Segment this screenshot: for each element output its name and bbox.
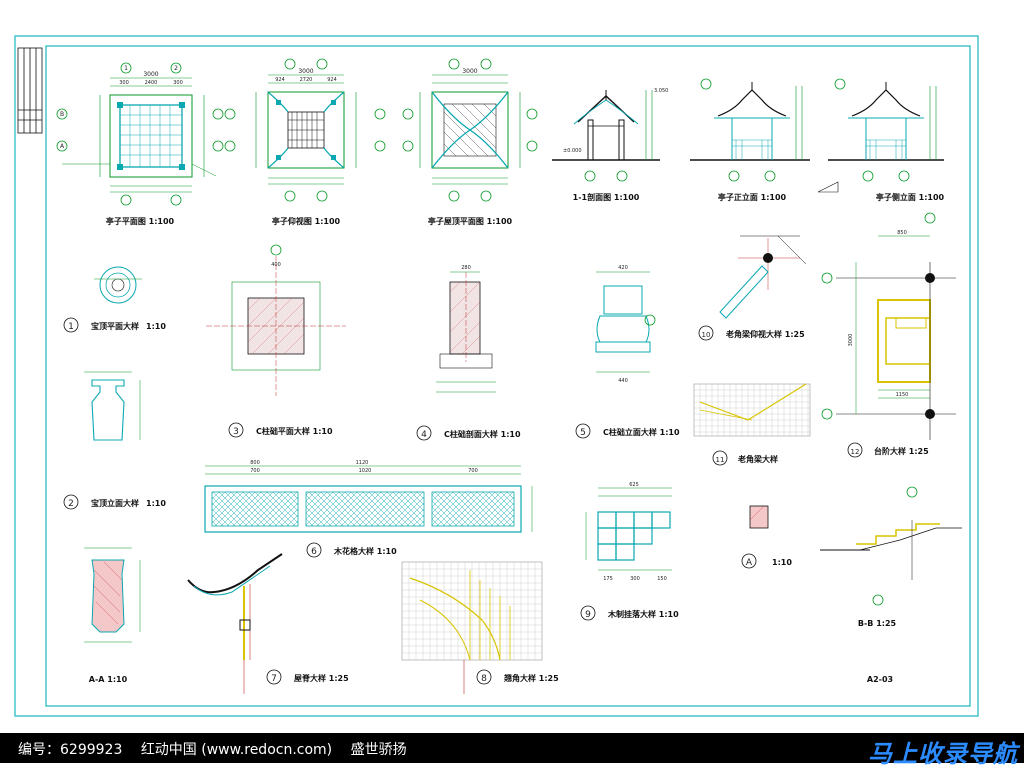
detail-1-number: 1 [68, 322, 74, 332]
lattice-dim-left: 700 [250, 468, 260, 474]
title-detail-2: 宝顶立面大样 [91, 498, 139, 508]
title-detail-9: 木制挂落大样 1:10 [607, 609, 679, 619]
title-detail-10: 老角梁仰视大样 1:25 [725, 329, 805, 339]
title-detail-7: 屋脊大样 1:25 [294, 673, 349, 683]
detail-1-finial-plan: 1 宝顶平面大样 1:10 [63, 266, 166, 333]
plan-dim-left: 300 [119, 80, 129, 86]
drawing-sheet: 3000 300 2400 300 1 2 B A 亭子平面图 1:100 [14, 35, 979, 717]
hanger-dim-mid: 300 [630, 576, 640, 582]
section-elev-top: 3.050 [654, 88, 668, 94]
d4-dim-top: 280 [461, 265, 471, 271]
detail-5-number: 5 [580, 428, 586, 438]
pavilion-front-elevation: 亭子正立面 1:100 [690, 78, 810, 202]
detail-3-column-base-plan: 400 3 C柱础平面大样 1:10 [206, 244, 346, 438]
title-detail-4: C柱础剖面大样 1:10 [444, 429, 521, 439]
plan-axis-A: A [60, 143, 65, 150]
ceiling-dim-left: 924 [275, 77, 285, 83]
detail-9-number: 9 [585, 610, 591, 620]
footer-site: 红动中国 (www.redocn.com) [140, 742, 333, 758]
lattice-dim-left-top: 800 [250, 460, 260, 466]
hanger-dim-right: 150 [657, 576, 667, 582]
title-pavilion-roof: 亭子屋顶平面图 1:100 [428, 216, 513, 226]
title-section-B-B: B-B 1:25 [858, 619, 897, 628]
d12-dim-left: 3000 [848, 334, 854, 347]
lattice-dim-total: 1120 [356, 460, 369, 466]
detail-7-ridge: 7 屋脊大样 1:25 [187, 553, 349, 694]
d5-dim-bottom: 440 [618, 378, 628, 384]
pavilion-ceiling-plan: 3000 924 2720 924 亭子仰视图 1:100 [224, 58, 386, 226]
title-pavilion-front: 亭子正立面 1:100 [718, 192, 787, 202]
d12-dim-bottom: 1150 [896, 392, 909, 398]
title-detail-3: C柱础平面大样 1:10 [256, 426, 333, 436]
pavilion-plan: 3000 300 2400 300 1 2 B A 亭子平面图 1:100 [56, 62, 224, 226]
plan-dim-mid: 2400 [145, 80, 158, 86]
title-detail-11: 老角梁大样 [737, 454, 778, 464]
d5-dim-top: 420 [618, 265, 628, 271]
scale-detail-2: 1:10 [146, 499, 166, 508]
plan-dim-total: 3000 [143, 71, 158, 78]
lattice-dim-mid: 1020 [359, 468, 372, 474]
title-detail-8: 翘角大样 1:25 [503, 673, 559, 683]
section-A-A: A-A 1:10 [84, 547, 141, 684]
sheet-outer-border [14, 35, 979, 717]
hanger-dim-left: 175 [603, 576, 613, 582]
d3-dim-top: 400 [271, 262, 281, 268]
detail-12-number: 12 [851, 448, 860, 456]
detail-4-column-base-section: 280 4 C柱础剖面大样 1:10 [416, 265, 521, 441]
title-detail-5: C柱础立面大样 1:10 [603, 427, 680, 437]
detail-10-corner-beam-soffit: 10 老角梁仰视大样 1:25 [698, 235, 807, 341]
footer-id: 编号：6299923 [18, 742, 123, 758]
detail-5-column-base-elevation: 420 440 5 C柱础立面大样 1:10 [575, 265, 680, 439]
roof-dim-total: 3000 [462, 68, 477, 75]
plan-axis-1-top: 1 [124, 65, 128, 72]
detail-12-steps: 850 1150 3000 12 台阶大样 1:25 [821, 212, 956, 458]
ceiling-dim-right: 924 [327, 77, 337, 83]
sheet-inner-border [45, 45, 971, 707]
title-section-A-A: A-A 1:10 [89, 675, 128, 684]
title-pavilion-ceiling: 亭子仰视图 1:100 [272, 216, 341, 226]
title-detail-12: 台阶大样 1:25 [874, 446, 929, 456]
title-pavilion-plan: 亭子平面图 1:100 [106, 216, 175, 226]
detail-8-upturned-corner: 8 翘角大样 1:25 [401, 561, 559, 694]
ceiling-dim-mid: 2720 [300, 77, 313, 83]
sheet-number: A2-03 [867, 675, 893, 684]
plan-dim-right: 300 [173, 80, 183, 86]
d12-dim-top: 850 [897, 230, 907, 236]
detail-11-corner-beam: 11 老角梁大样 [693, 383, 811, 466]
footer-meta: 编号：6299923 红动中国 (www.redocn.com) 盛世骄扬 [18, 739, 421, 759]
scale-detail-1: 1:10 [146, 322, 166, 331]
detail-3-number: 3 [233, 427, 239, 437]
title-detail-1: 宝顶平面大样 [91, 321, 139, 331]
detail-11-number: 11 [716, 456, 725, 464]
pavilion-side-elevation: 亭子侧立面 1:100 [817, 78, 945, 202]
detail-6-wood-lattice: 1120 800 700 1020 700 6 木花格大样 1:10 [204, 460, 533, 558]
ceiling-dim-total: 3000 [298, 68, 313, 75]
detail-4-number: 4 [421, 430, 427, 440]
detail-A-letter: A [746, 558, 753, 568]
section-1-1: ±0.000 3.050 1-1剖面图 1:100 [552, 88, 668, 202]
detail-8-number: 8 [481, 674, 487, 684]
plan-axis-2-top: 2 [174, 65, 178, 72]
detail-6-number: 6 [311, 547, 317, 557]
detail-10-number: 10 [702, 331, 711, 339]
pavilion-roof-plan: 3000 亭子屋顶平面图 1:100 [402, 58, 538, 226]
section-elev-0: ±0.000 [563, 148, 582, 154]
lattice-dim-right: 700 [468, 468, 478, 474]
section-B-B: B-B 1:25 [820, 486, 962, 628]
detail-7-number: 7 [271, 674, 277, 684]
detail-A: A 1:10 [741, 505, 792, 569]
title-pavilion-side: 亭子侧立面 1:100 [876, 192, 945, 202]
scale-detail-A: 1:10 [772, 558, 792, 567]
watermark-logo: 马上收录导航 [868, 740, 1018, 768]
detail-2-finial-elevation: 2 宝顶立面大样 1:10 [63, 371, 166, 510]
hanger-dim-total: 625 [629, 482, 639, 488]
title-section-1-1: 1-1剖面图 1:100 [573, 192, 640, 202]
detail-2-number: 2 [68, 499, 74, 509]
binding-strip [17, 47, 43, 134]
title-detail-6: 木花格大样 1:10 [333, 546, 397, 556]
plan-axis-B: B [60, 111, 64, 118]
footer-bar: 编号：6299923 红动中国 (www.redocn.com) 盛世骄扬 马上… [0, 733, 1024, 768]
detail-9-wood-hanger: 625 175 300 150 9 木制挂落大样 1:10 [580, 482, 679, 621]
footer-author: 盛世骄扬 [350, 742, 407, 758]
